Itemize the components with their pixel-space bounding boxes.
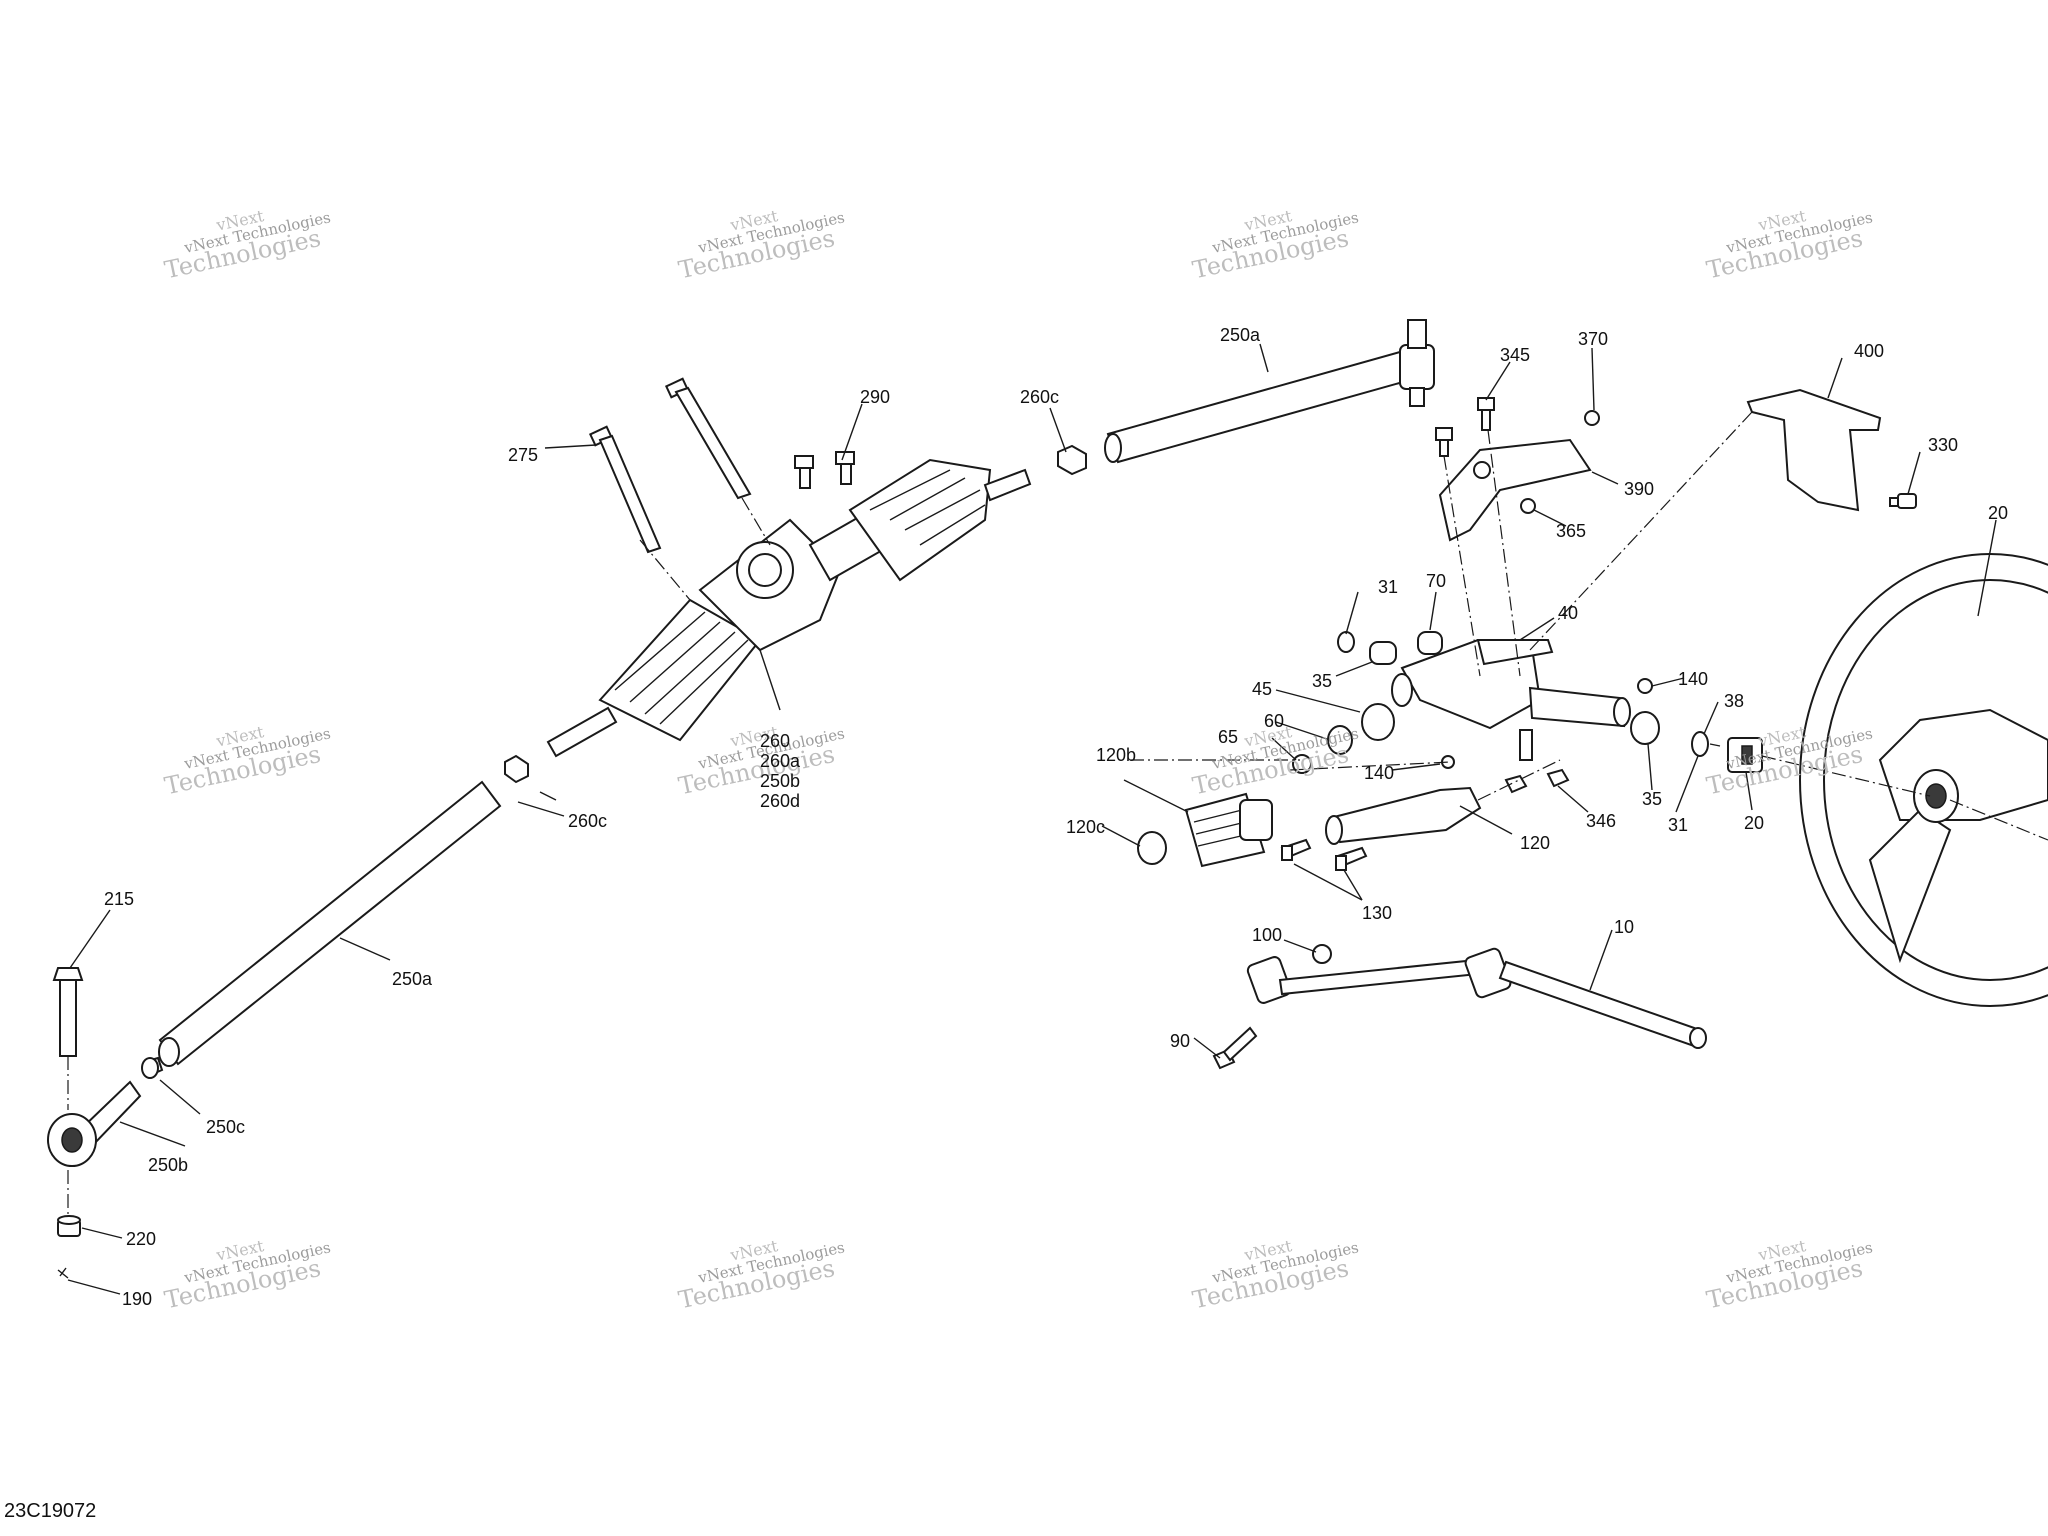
hub-adapter-20 (1727, 737, 1763, 773)
ring-31-left (1337, 631, 1355, 653)
callout-140-right: 140 (1678, 669, 1709, 689)
nut-346-left (1504, 774, 1528, 794)
callout-275: 275 (508, 445, 539, 465)
cotter-pin-190 (57, 1267, 69, 1279)
callout-390: 390 (1624, 479, 1655, 499)
bolt-275 (588, 425, 662, 554)
ring-31-right (1691, 731, 1709, 757)
intermediate-shaft-10 (1246, 947, 1707, 1049)
callout-140-left: 140 (1364, 763, 1395, 783)
bolts-130 (1280, 838, 1368, 871)
callout-20-adapter: 20 (1744, 813, 1765, 833)
boot-120b (1184, 792, 1273, 868)
nut-260c-mid (504, 754, 529, 784)
nut-346-right (1546, 768, 1570, 788)
steering-support-40 (1391, 638, 1631, 761)
bolt-345 (1435, 397, 1495, 457)
callout-370: 370 (1578, 329, 1609, 349)
bolt-215 (52, 967, 84, 1057)
callout-290: 290 (860, 387, 891, 407)
callout-45: 45 (1252, 679, 1273, 699)
callout-35-left: 35 (1312, 671, 1333, 691)
callout-260c-top: 260c (1020, 387, 1060, 407)
nut-220 (57, 1215, 81, 1237)
callout-65: 65 (1218, 727, 1239, 747)
callout-70: 70 (1426, 571, 1447, 591)
callout-260c-mid: 260c (568, 811, 608, 831)
callout-38: 38 (1724, 691, 1745, 711)
callout-346: 346 (1586, 811, 1617, 831)
callout-250a-low: 250a (392, 969, 433, 989)
callout-400: 400 (1854, 341, 1885, 361)
callout-10: 10 (1614, 917, 1635, 937)
callout-60: 60 (1264, 711, 1285, 731)
bracket-390 (1438, 438, 1592, 542)
bolts-290 (794, 451, 855, 489)
callout-40: 40 (1558, 603, 1579, 623)
callout-365: 365 (1556, 521, 1587, 541)
callout-260a: 260a (760, 751, 801, 771)
spacer-60 (1327, 725, 1353, 755)
callout-220: 220 (126, 1229, 157, 1249)
callout-20-wheel: 20 (1988, 503, 2009, 523)
callout-330: 330 (1928, 435, 1959, 455)
steering-wheel-20 (1799, 553, 2048, 1007)
bracket-400 (1746, 388, 1882, 512)
bushing-45 (1361, 703, 1395, 741)
bolt-long (664, 377, 752, 500)
callout-250c-low: 250c (206, 1117, 246, 1137)
cap-70 (1417, 631, 1443, 655)
callout-31-right: 31 (1668, 815, 1689, 835)
nut-140-right (1637, 678, 1653, 694)
callout-260: 260 (760, 731, 791, 751)
callout-345: 345 (1500, 345, 1531, 365)
assembly-guide-lines (67, 411, 2048, 1218)
bushing-35-right (1630, 711, 1660, 745)
callout-90: 90 (1170, 1031, 1191, 1051)
nut-65 (1292, 754, 1312, 774)
callout-120c: 120c (1066, 817, 1106, 837)
steering-column-120 (1325, 786, 1482, 845)
clamp-120c (1137, 831, 1167, 865)
callout-250b-mid: 250b (760, 771, 801, 791)
callout-250b-low: 250b (148, 1155, 189, 1175)
callout-100: 100 (1252, 925, 1283, 945)
callout-31-left: 31 (1378, 577, 1399, 597)
plug-330 (1889, 493, 1917, 509)
tie-rod-upper (1104, 319, 1435, 464)
tie-rod-end-lower (47, 1056, 164, 1167)
callout-130: 130 (1362, 903, 1393, 923)
nut-100 (1312, 944, 1332, 964)
tie-rod-lower (158, 780, 502, 1067)
steering-rack (546, 458, 1032, 758)
callout-250a-top: 250a (1220, 325, 1261, 345)
bushing-35-left (1369, 641, 1397, 665)
callout-260d: 260d (760, 791, 801, 811)
callout-35-right: 35 (1642, 789, 1663, 809)
nut-260c-top (1057, 444, 1087, 476)
right-rack-boot (848, 458, 992, 582)
nut-370 (1584, 410, 1600, 426)
callout-190: 190 (122, 1289, 153, 1309)
diagram-code: 23C19072 (4, 1500, 97, 1522)
callout-215: 215 (104, 889, 135, 909)
callout-120b: 120b (1096, 745, 1137, 765)
bolt-90 (1212, 1026, 1258, 1070)
callout-120: 120 (1520, 833, 1551, 853)
nut-365 (1520, 498, 1536, 514)
leader-lines (67, 343, 1997, 1295)
